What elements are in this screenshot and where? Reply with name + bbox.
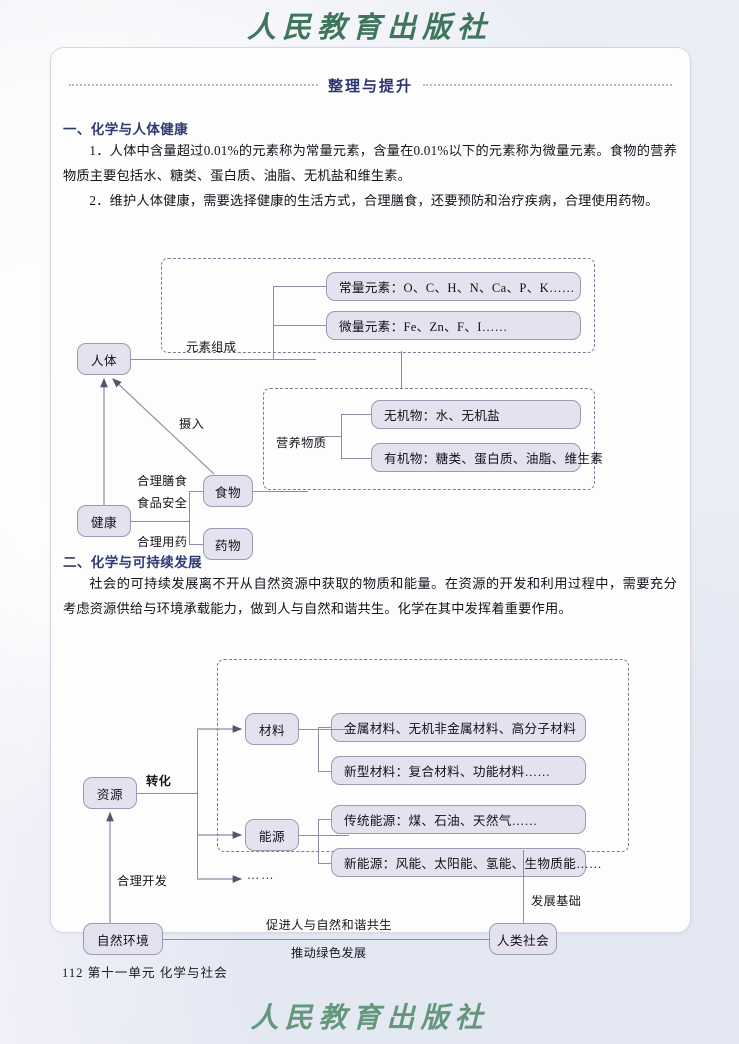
line-to-material-types: [318, 727, 331, 728]
line-energy-stem: [299, 835, 349, 836]
line-to-organic: [341, 458, 371, 459]
line-body-to-bracket: [131, 359, 316, 360]
section2-paragraph-1: 社会的可持续发展离不开从自然资源中获取的物质和能量。在资源的开发和利用过程中，需…: [63, 576, 677, 616]
section1-paragraph-2: 2．维护人体健康，需要选择健康的生活方式，合理膳食，还要预防和治疗疾病，合理使用…: [89, 193, 659, 208]
label-rational-drug: 合理用药: [137, 535, 188, 549]
node-new-materials: 新型材料：复合材料、功能材料……: [331, 756, 586, 785]
line-to-macro: [273, 286, 326, 287]
line-material-bracket-vert: [318, 727, 319, 771]
node-natural-environment: 自然环境: [83, 923, 163, 955]
section1-paragraph-1: 1．人体中含量超过0.01%的元素称为常量元素，含量在0.01%以下的元素称为微…: [63, 143, 677, 183]
label-ellipsis: ……: [247, 868, 276, 882]
node-resource: 资源: [83, 777, 137, 809]
line-to-inorganic: [341, 414, 371, 415]
page-footer: 112 第十一单元 化学与社会: [62, 966, 228, 980]
node-human-society: 人类社会: [489, 923, 557, 955]
line-resource-stem: [137, 793, 197, 794]
line-transform-bracket-vert: [197, 729, 198, 879]
line-health-to-bracket: [131, 521, 189, 522]
label-green-development: 推动绿色发展: [291, 946, 367, 960]
label-harmony: 促进人与自然和谐共生: [266, 918, 392, 932]
node-traditional-energy: 传统能源：煤、石油、天然气……: [331, 805, 586, 834]
line-to-traditional-energy: [318, 819, 331, 820]
line-to-new-materials: [318, 771, 331, 772]
label-nutrients: 营养物质: [276, 436, 327, 450]
label-food-safety: 食品安全: [137, 496, 188, 510]
banner-title: 整理与提升: [328, 76, 414, 95]
line-health-bracket-vert: [189, 491, 190, 544]
node-material: 材料: [245, 713, 299, 745]
banner: 整理与提升: [69, 74, 673, 96]
node-material-types: 金属材料、无机非金属材料、高分子材料: [331, 713, 586, 742]
node-micro-elements: 微量元素：Fe、Zn、F、I……: [326, 311, 581, 340]
node-medicine: 药物: [203, 528, 253, 560]
node-organic: 有机物：糖类、蛋白质、油脂、维生素: [371, 443, 603, 472]
node-inorganic: 无机物：水、无机盐: [371, 400, 581, 429]
line-to-micro: [273, 325, 326, 326]
line-to-food: [189, 491, 203, 492]
line-nutrients-stem: [308, 436, 341, 437]
line-to-medicine: [189, 544, 203, 545]
banner-dots-left: [69, 84, 318, 86]
label-transform: 转化: [146, 774, 172, 788]
label-element-composition: 元素组成: [186, 340, 237, 354]
line-elements-to-nutrients: [401, 351, 402, 388]
node-macro-elements: 常量元素：O、C、H、N、Ca、P、K……: [326, 272, 581, 301]
label-rational-development: 合理开发: [117, 874, 168, 888]
label-intake: 摄入: [179, 417, 205, 431]
content-card: 整理与提升 一、化学与人体健康 1．人体中含量超过0.01%的元素称为常量元素，…: [50, 47, 691, 960]
node-health: 健康: [77, 505, 131, 537]
node-human-body: 人体: [77, 343, 131, 375]
diagram-sustainable-development: 资源 材料 能源 自然环境 人类社会 金属材料、无机非金属材料、高分子材料 新型…: [51, 653, 690, 960]
banner-dots-right: [423, 84, 673, 86]
line-energy-bracket-vert: [318, 819, 319, 863]
dashed-group-elements: [161, 258, 595, 353]
line-to-new-energy: [318, 863, 331, 864]
dashed-group-nutrients: [263, 388, 595, 490]
line-nutrients-bracket-vert: [341, 414, 342, 458]
line-nature-to-society: [163, 939, 489, 940]
node-new-energy: 新能源：风能、太阳能、氢能、生物质能……: [331, 848, 602, 877]
label-development-base: 发展基础: [531, 894, 582, 908]
line-elements-bracket-vert: [273, 286, 274, 359]
diagram-human-health: 人体 健康 食物 药物 常量元素：O、C、H、N、Ca、P、K…… 微量元素：F…: [51, 253, 690, 560]
line-food-to-nutrients: [253, 491, 308, 492]
line-society-to-group: [523, 850, 524, 923]
section2-heading: 二、化学与可持续发展: [63, 555, 202, 570]
label-rational-diet: 合理膳食: [137, 474, 188, 488]
line-material-stem: [299, 729, 349, 730]
node-energy: 能源: [245, 819, 299, 851]
node-food: 食物: [203, 475, 253, 507]
section1-heading: 一、化学与人体健康: [63, 122, 189, 137]
